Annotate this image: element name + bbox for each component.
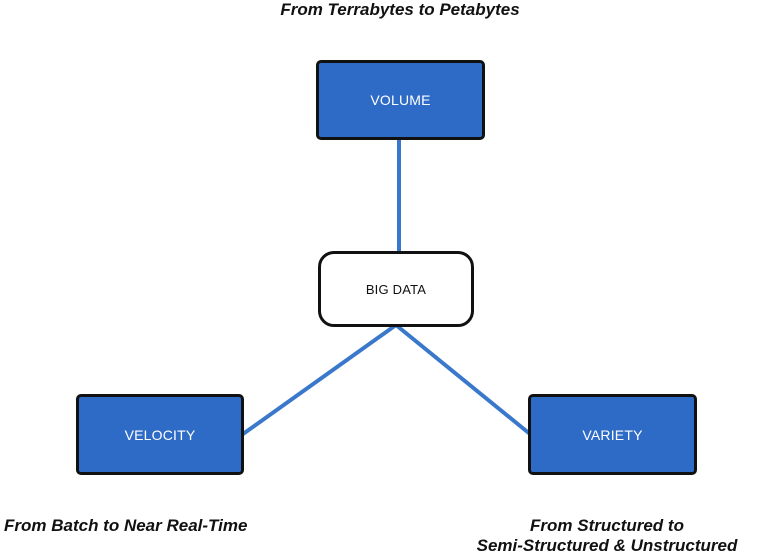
big-data-label: BIG DATA <box>365 281 427 297</box>
variety-node: VARIETY <box>528 394 697 475</box>
velocity-node: VELOCITY <box>76 394 244 475</box>
variety-label: VARIETY <box>582 426 643 443</box>
connector-velocity <box>241 323 398 436</box>
variety-caption-line1: From Structured to <box>530 516 684 535</box>
volume-node: VOLUME <box>316 60 485 140</box>
volume-caption: From Terrabytes to Petabytes <box>280 0 520 19</box>
connector-variety <box>394 323 532 436</box>
variety-caption: From Structured to Semi-Structured & Uns… <box>430 516 784 556</box>
volume-label: VOLUME <box>370 92 431 108</box>
velocity-label: VELOCITY <box>124 426 196 443</box>
big-data-node: BIG DATA <box>318 251 474 327</box>
velocity-caption: From Batch to Near Real-Time <box>4 516 248 535</box>
variety-caption-line2: Semi-Structured & Unstructured <box>476 536 738 555</box>
